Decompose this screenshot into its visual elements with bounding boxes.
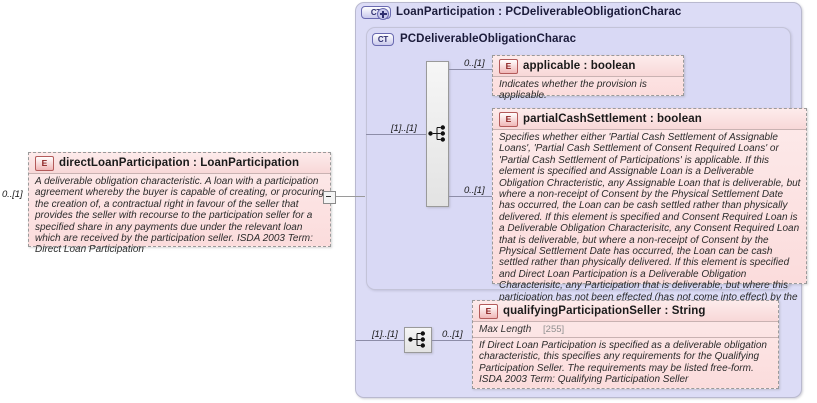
element-box-qualifyingparticipationseller[interactable]: E qualifyingParticipationSeller : String…	[472, 300, 779, 389]
element-header-qualifyingparticipationseller: E qualifyingParticipationSeller : String	[473, 301, 778, 322]
element-name-applicable: applicable : boolean	[523, 60, 636, 72]
complextype-title-inner: PCDeliverableObligationCharac	[400, 33, 577, 45]
connector-left-element	[334, 196, 365, 197]
cardinality-partialcashsettlement: 0..[1]	[464, 185, 485, 196]
element-badge-icon: E	[499, 59, 518, 74]
sequence-icon-main	[428, 125, 445, 142]
element-box-partialcashsettlement[interactable]: E partialCashSettlement : boolean Specif…	[492, 108, 807, 314]
connector-into-sequence-secondary	[356, 340, 404, 341]
facet-value: [255]	[543, 324, 565, 335]
complextype-badge-outer[interactable]: CT	[361, 6, 391, 20]
element-header-directloanparticipation: E directLoanParticipation : LoanParticip…	[29, 153, 330, 174]
ct-badge-label-inner: CT	[377, 35, 389, 44]
element-name-partialcashsettlement: partialCashSettlement : boolean	[523, 113, 702, 125]
connector-partialcashsettlement	[449, 196, 492, 197]
cardinality-directloanparticipation: 0..[1]	[2, 189, 23, 200]
sequence-icon-secondary	[408, 331, 425, 348]
cardinality-sequence-secondary-in: [1]..[1]	[372, 329, 398, 340]
complextype-title-outer: LoanParticipation : PCDeliverableObligat…	[396, 6, 682, 18]
connector-into-sequence-main	[366, 134, 426, 135]
complextype-badge-inner[interactable]: CT	[372, 33, 394, 46]
connector-qualifyingparticipationseller	[432, 340, 472, 341]
element-facet-maxlength: Max Length [255]	[473, 322, 778, 338]
expand-plus-icon[interactable]	[377, 8, 389, 20]
element-name-directloanparticipation: directLoanParticipation : LoanParticipat…	[59, 157, 300, 169]
ct-badge-label-outer: CT	[370, 8, 382, 17]
cardinality-sequence-main-in: [1]..[1]	[391, 123, 417, 134]
element-box-directloanparticipation[interactable]: E directLoanParticipation : LoanParticip…	[28, 152, 331, 255]
element-documentation-directloanparticipation: A deliverable obligation characteristic.…	[35, 176, 325, 256]
connector-applicable	[449, 69, 492, 70]
element-documentation-applicable: Indicates whether the provision is appli…	[499, 79, 647, 102]
element-badge-icon: E	[499, 112, 518, 127]
element-badge-icon: E	[35, 156, 54, 171]
element-documentation-partialcashsettlement: Specifies whether either 'Partial Cash S…	[499, 132, 801, 314]
collapse-toggle-left[interactable]	[323, 191, 336, 204]
facet-label: Max Length	[479, 324, 532, 335]
element-box-applicable[interactable]: E applicable : boolean Indicates whether…	[492, 55, 684, 101]
element-documentation-qualifyingparticipationseller: If Direct Loan Participation is specifie…	[479, 340, 767, 386]
element-name-qualifyingparticipationseller: qualifyingParticipationSeller : String	[503, 305, 706, 317]
cardinality-qualifyingparticipationseller: 0..[1]	[442, 329, 463, 340]
element-badge-icon: E	[479, 304, 498, 319]
cardinality-applicable: 0..[1]	[464, 58, 485, 69]
element-header-applicable: E applicable : boolean	[493, 56, 683, 77]
element-header-partialcashsettlement: E partialCashSettlement : boolean	[493, 109, 806, 130]
